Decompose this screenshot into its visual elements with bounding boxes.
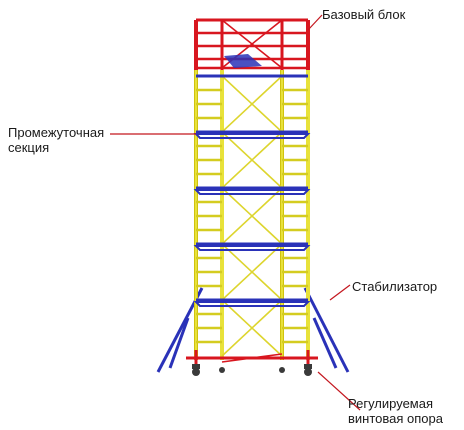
screw-supports [192,364,312,376]
leader-base-block [307,14,323,31]
label-stabilizer: Стабилизатор [352,279,438,294]
leader-lines [110,14,361,411]
platform-decks [193,133,311,307]
label-screw-support-line2: винтовая опора [348,411,443,426]
base-block [194,18,310,70]
horizontal-braces [196,74,308,302]
stabilizer-right [303,287,350,373]
diagonal-braces [221,75,283,357]
label-screw-support-line1: Регулируемая [348,396,434,411]
label-base-block: Базовый блок [322,7,406,22]
leader-screw-support [317,371,361,411]
base-frame [186,350,318,366]
label-intermediate-section-line1: Промежуточная [8,125,105,140]
frame-rungs [196,88,308,344]
hatch-platform [224,54,262,68]
label-intermediate-section-line2: секция [8,140,50,155]
leader-stabilizer [329,284,351,301]
label-screw-support: Регулируемая винтовая опора [348,396,443,426]
label-intermediate-section: Промежуточная секция [8,125,104,155]
